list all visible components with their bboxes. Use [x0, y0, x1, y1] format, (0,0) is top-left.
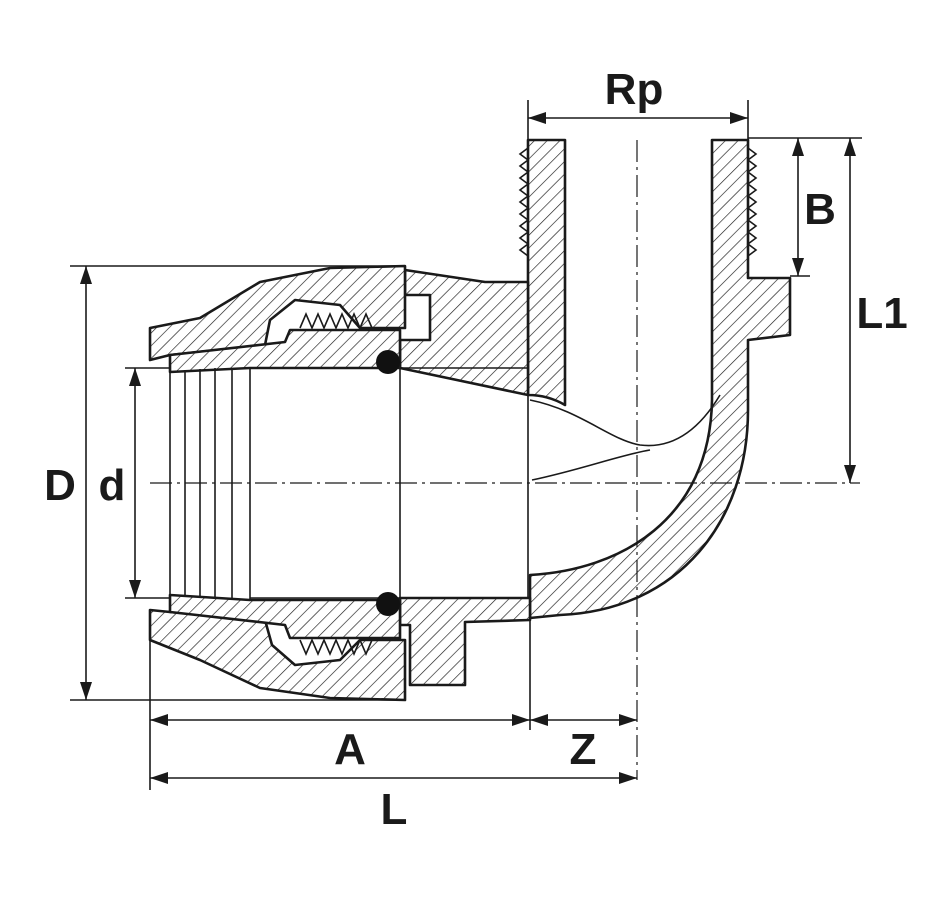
label-rp: Rp: [605, 65, 664, 114]
body-wall-bottom: [398, 596, 532, 687]
label-a: A: [334, 725, 366, 774]
thread-teeth-left: [518, 147, 530, 257]
label-d-inner: d: [99, 461, 126, 510]
label-l1: L1: [856, 289, 907, 338]
elbow-inner-curve: [529, 394, 721, 447]
clamp-ring-top: [168, 328, 402, 374]
thread-teeth-right: [746, 147, 758, 257]
body-wall-top: [398, 268, 530, 397]
branch-wall-left: [526, 138, 567, 407]
label-d-outer: D: [44, 461, 76, 510]
o-ring-bottom: [376, 592, 400, 616]
label-z: Z: [570, 725, 597, 774]
label-b: B: [804, 185, 836, 234]
grip-teeth: [169, 368, 251, 600]
nut-thread-bottom: [299, 637, 373, 657]
o-ring-top: [376, 350, 400, 374]
fitting-body: [398, 138, 792, 687]
label-l: L: [381, 785, 408, 834]
elbow-inner-curve-2: [531, 449, 651, 481]
dimension-lines: [70, 100, 862, 790]
clamp-ring: [168, 328, 528, 640]
clamp-ring-bottom: [168, 593, 402, 640]
nut-thread-top: [299, 311, 373, 331]
branch-wall-right: [528, 138, 792, 620]
